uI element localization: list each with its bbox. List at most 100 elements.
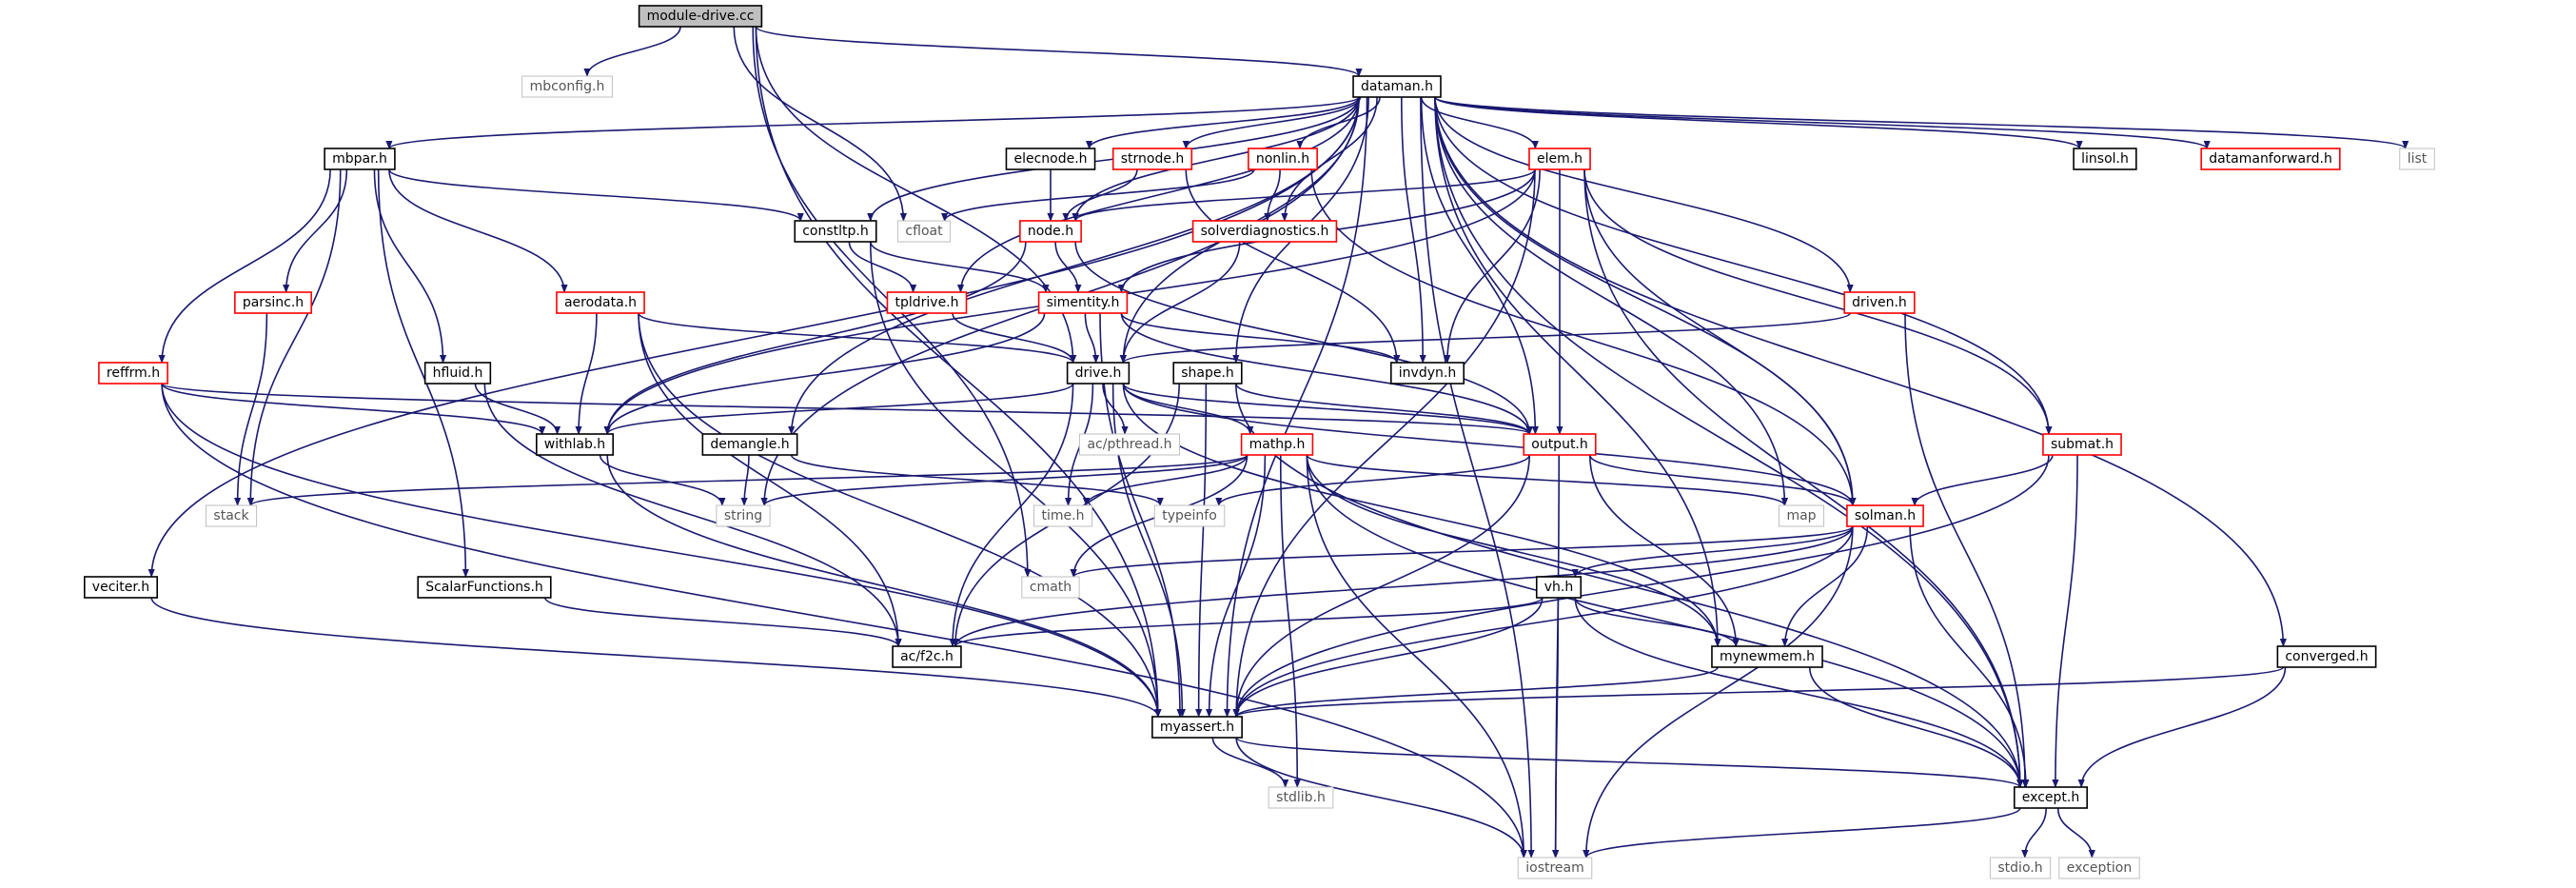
node-drive-h[interactable]: drive.h (1066, 362, 1131, 385)
node-except-h[interactable]: except.h (2013, 786, 2089, 809)
node-box (84, 576, 158, 599)
edge-converged-h-to-myassert-h (1232, 666, 2285, 718)
edge-solman-h-to-myassert-h (1232, 525, 1854, 718)
node-box (234, 291, 312, 314)
edge-drive-h-to-ac-f2c-h (949, 383, 1074, 647)
edge-dataman-h-to-elecnode-h (1086, 96, 1360, 149)
node-datamanforward-h[interactable]: datamanforward.h (2200, 148, 2341, 170)
edge-mbpar-h-to-stack (246, 168, 342, 506)
node-label: solverdiagnostics.h (1201, 224, 1329, 239)
edge-node-h-to-output-h (1074, 241, 1533, 435)
node-linsol-h[interactable]: linsol.h (2073, 148, 2137, 170)
edge-elem-h-to-invdyn-h (1444, 168, 1541, 364)
node-vh-h[interactable]: vh.h (1535, 576, 1583, 599)
edge-simentity-h-to-invdyn-h (1120, 312, 1401, 364)
node-label: mathp.h (1249, 437, 1306, 452)
edge-module-drive-cc-to-myassert-h (755, 26, 1162, 718)
node-demangle-h[interactable]: demangle.h (701, 433, 798, 456)
node-label: node.h (1028, 224, 1073, 239)
node-label: cmath (1030, 580, 1072, 595)
node-output-h[interactable]: output.h (1523, 433, 1597, 456)
node-elem-h[interactable]: elem.h (1528, 148, 1591, 170)
node-box (324, 148, 396, 170)
node-myassert-h[interactable]: myassert.h (1151, 716, 1243, 739)
edge-shape-h-to-output-h (1234, 383, 1533, 435)
node-label: withlab.h (544, 437, 605, 452)
node-mathp-h[interactable]: mathp.h (1240, 433, 1314, 456)
edge-mathp-h-to-string (760, 454, 1249, 506)
node-box (2276, 645, 2377, 668)
node-simentity-h[interactable]: simentity.h (1037, 291, 1129, 314)
node-converged-h[interactable]: converged.h (2276, 645, 2377, 668)
node-elecnode-h[interactable]: elecnode.h (1005, 148, 1096, 170)
node-box (892, 645, 962, 668)
node-scalarfunctions-h[interactable]: ScalarFunctions.h (417, 576, 552, 599)
node-dataman-h[interactable]: dataman.h (1352, 75, 1442, 98)
node-strnode-h[interactable]: strnode.h (1111, 148, 1193, 170)
node-box (896, 220, 952, 243)
node-label: mbconfig.h (530, 79, 605, 94)
node-box (1111, 148, 1193, 170)
node-hfluid-h[interactable]: hfluid.h (423, 362, 492, 385)
edge-dataman-h-to-datamanforward-h (1434, 96, 2211, 149)
node-label: tpldrive.h (895, 295, 958, 310)
node-driven-h[interactable]: driven.h (1843, 291, 1916, 314)
node-time-h: time.h (1033, 504, 1092, 527)
node-label: submat.h (2051, 437, 2114, 452)
node-cmath: cmath (1021, 576, 1080, 599)
node-cfloat: cfloat (896, 220, 952, 243)
node-solman-h[interactable]: solman.h (1846, 504, 1924, 527)
edge-mbpar-h-to-parsinc-h (283, 168, 348, 293)
node-box (1240, 433, 1314, 456)
node-parsinc-h[interactable]: parsinc.h (234, 291, 312, 314)
node-mbpar-h[interactable]: mbpar.h (324, 148, 396, 170)
edge-output-h-to-mynewmem-h (1588, 454, 1740, 647)
node-iostream: iostream (1517, 857, 1593, 879)
edge-withlab-h-to-string (599, 454, 726, 506)
node-box (521, 75, 613, 98)
node-submat-h[interactable]: submat.h (2042, 433, 2122, 456)
edge-module-drive-cc-to-mbconfig-h (583, 26, 681, 77)
node-box (417, 576, 552, 599)
edge-nonlin-h-to-solman-h (1310, 168, 1857, 506)
node-invdyn-h[interactable]: invdyn.h (1389, 362, 1465, 385)
edge-drive-h-to-withlab-h (603, 383, 1074, 435)
node-box (794, 220, 877, 243)
edge-drive-h-to-mathp-h (1122, 383, 1254, 435)
edge-elem-h-to-node-h (1072, 168, 1536, 222)
node-box (2073, 148, 2137, 170)
edge-node-h-to-withlab-h (603, 241, 1027, 435)
node-node-h[interactable]: node.h (1019, 220, 1082, 243)
node-withlab-h[interactable]: withlab.h (536, 433, 614, 456)
node-veciter-h[interactable]: veciter.h (84, 576, 158, 599)
node-label: shape.h (1181, 365, 1234, 381)
node-label: cfloat (905, 224, 943, 239)
node-tpldrive-h[interactable]: tpldrive.h (886, 291, 968, 314)
edge-elem-h-to-submat-h (1583, 168, 2053, 435)
edge-reffrm-h-to-withlab-h (161, 383, 546, 435)
node-box (536, 433, 614, 456)
nodes-layer: module-drive.cc mbconfig.h dataman.h mbpar.… (84, 5, 2435, 879)
node-ac-f2c-h[interactable]: ac/f2c.h (892, 645, 962, 668)
node-mynewmem-h[interactable]: mynewmem.h (1711, 645, 1823, 668)
node-box (1151, 716, 1243, 739)
node-solverdiagnostics-h[interactable]: solverdiagnostics.h (1191, 220, 1338, 243)
node-label: typeinfo (1162, 508, 1217, 523)
node-box (1153, 504, 1226, 527)
node-reffrm-h[interactable]: reffrm.h (98, 362, 168, 385)
node-nonlin-h[interactable]: nonlin.h (1248, 148, 1318, 170)
node-aerodata-h[interactable]: aerodata.h (556, 291, 645, 314)
node-label: dataman.h (1361, 79, 1433, 94)
edge-drive-h-to-output-h (1122, 383, 1533, 435)
edge-converged-h-to-except-h (2077, 666, 2287, 788)
node-box (1021, 576, 1080, 599)
node-box (1066, 362, 1131, 385)
node-box (886, 291, 968, 314)
edge-reffrm-h-to-iostream (161, 383, 1527, 858)
node-shape-h[interactable]: shape.h (1172, 362, 1243, 385)
node-module-drive-cc[interactable]: module-drive.cc (638, 5, 763, 28)
node-stack: stack (205, 504, 258, 527)
node-constltp-h[interactable]: constltp.h (794, 220, 877, 243)
node-box (98, 362, 168, 385)
